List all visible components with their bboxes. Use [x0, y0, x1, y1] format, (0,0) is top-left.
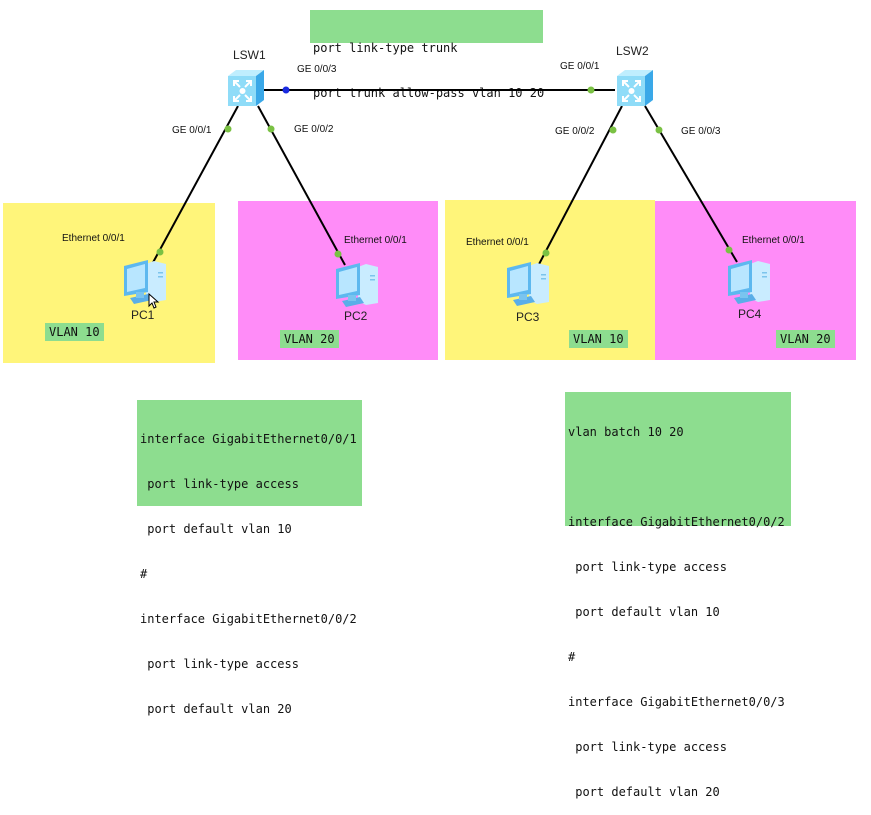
port-label-pc2-eth: Ethernet 0/0/1 [344, 235, 407, 246]
config-line: interface GigabitEthernet0/0/3 [568, 695, 785, 709]
port-label-lsw1-ge003: GE 0/0/3 [297, 64, 337, 75]
vlan-tag-pc4: VLAN 20 [776, 330, 835, 348]
port-dot-lsw2-ge002 [609, 126, 617, 134]
config-line: port default vlan 20 [140, 702, 292, 716]
switch-icon [617, 70, 653, 106]
link-lsw1-pc1 [149, 105, 239, 269]
config-line: port default vlan 20 [568, 785, 720, 799]
pc-pc2[interactable] [330, 261, 380, 309]
port-label-lsw2-ge003: GE 0/0/3 [681, 126, 721, 137]
port-dot-pc1-eth [156, 248, 164, 256]
config-line: port link-type access [568, 740, 727, 754]
config-line: interface GigabitEthernet0/0/2 [568, 515, 785, 529]
link-lsw2-pc3 [536, 105, 623, 269]
port-dot-lsw1-ge003 [282, 86, 290, 94]
port-label-lsw2-ge002: GE 0/0/2 [555, 126, 595, 137]
vlan-tag-pc1: VLAN 10 [45, 323, 104, 341]
config-line: port link-type access [568, 560, 727, 574]
config-line: port link-type trunk [313, 41, 458, 55]
port-dot-lsw1-ge002 [267, 125, 275, 133]
config-line: interface GigabitEthernet0/0/1 [140, 432, 357, 446]
config-line: port default vlan 10 [568, 605, 720, 619]
pc-icon [336, 263, 378, 307]
vlan10-zone-pc1 [3, 203, 215, 363]
device-label-pc2: PC2 [344, 309, 368, 323]
topology-links [149, 86, 738, 269]
port-dot-pc3-eth [542, 249, 550, 257]
port-label-lsw1-ge002: GE 0/0/2 [294, 124, 334, 135]
config-line: # [568, 650, 576, 664]
port-label-pc4-eth: Ethernet 0/0/1 [742, 235, 805, 246]
config-line: # [140, 567, 148, 581]
trunk-config-box: port link-type trunk port trunk allow-pa… [310, 10, 544, 100]
config-line [568, 470, 788, 485]
mouse-cursor-icon [148, 293, 160, 309]
config-line: vlan batch 10 20 [568, 425, 684, 439]
pc-pc3[interactable] [501, 260, 551, 308]
link-lsw1-pc2 [257, 105, 346, 266]
device-label-pc4: PC4 [738, 307, 762, 321]
config-line: port link-type access [140, 477, 299, 491]
vlan-tag-pc2: VLAN 20 [280, 330, 339, 348]
config-line: port default vlan 10 [140, 522, 292, 536]
pc-icon [124, 260, 166, 304]
device-label-lsw2: LSW2 [616, 44, 649, 58]
device-label-lsw1: LSW1 [233, 48, 266, 62]
pc-pc4[interactable] [722, 258, 772, 306]
device-label-pc3: PC3 [516, 310, 540, 324]
vlan-tag-pc3: VLAN 10 [569, 330, 628, 348]
port-dot-pc2-eth [334, 250, 342, 258]
port-dot-lsw2-ge003 [655, 126, 663, 134]
port-label-lsw1-ge001: GE 0/0/1 [172, 125, 212, 136]
switch-icon [228, 70, 264, 106]
port-dot-lsw2-ge001 [587, 86, 595, 94]
pc-icon [507, 262, 549, 306]
port-dot-pc4-eth [725, 246, 733, 254]
switch-lsw2[interactable] [613, 68, 655, 108]
device-label-pc1: PC1 [131, 308, 155, 322]
lsw1-config-box: interface GigabitEthernet0/0/1 port link… [137, 400, 362, 716]
switch-lsw1[interactable] [224, 68, 266, 108]
lsw2-config-box: vlan batch 10 20 interface GigabitEthern… [565, 392, 791, 799]
config-line: port link-type access [140, 657, 299, 671]
config-line: interface GigabitEthernet0/0/2 [140, 612, 357, 626]
port-label-pc1-eth: Ethernet 0/0/1 [62, 233, 125, 244]
port-label-pc3-eth: Ethernet 0/0/1 [466, 237, 529, 248]
port-dot-lsw1-ge001 [224, 125, 232, 133]
pc-pc1[interactable] [118, 258, 168, 306]
pc-icon [728, 260, 770, 304]
port-label-lsw2-ge001: GE 0/0/1 [560, 61, 600, 72]
